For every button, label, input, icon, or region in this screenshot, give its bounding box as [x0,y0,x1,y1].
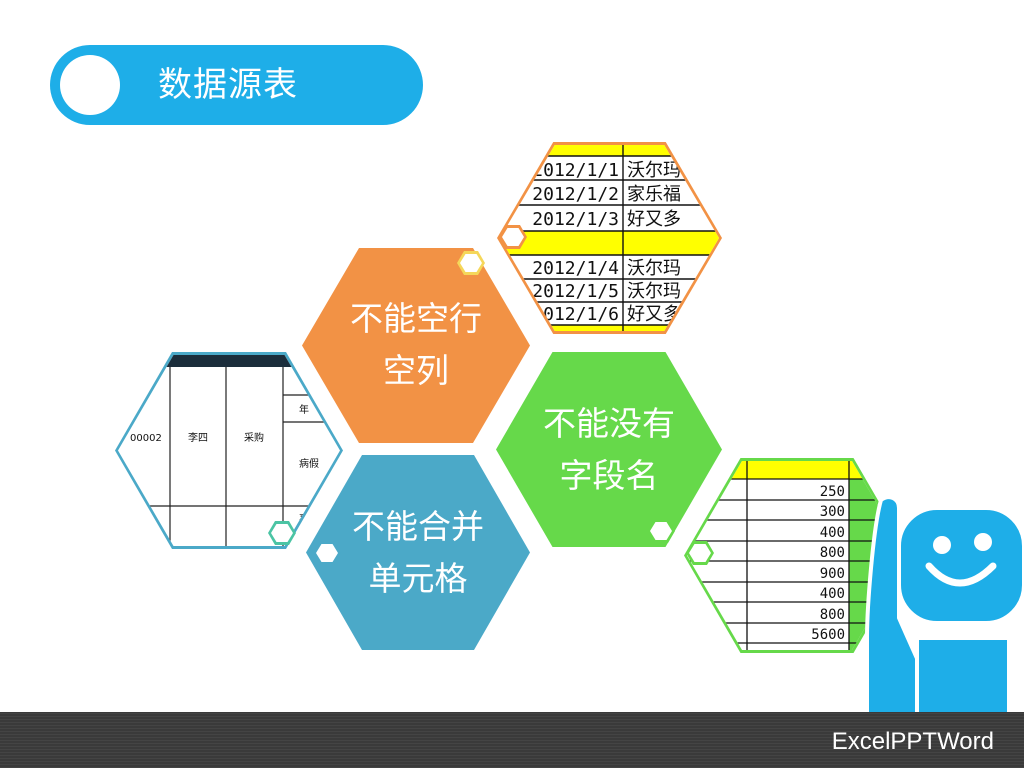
mascot-eye [974,533,992,551]
small-hex-icon [647,519,675,543]
footer-bar: ExcelPPTWord [0,712,1024,768]
mascot-smile [925,562,997,587]
sheet-leave-cell: 病假 [299,457,319,470]
sheet-date-cell: 2012/1/6 [532,304,619,325]
sheet-value-cell: 400 [820,525,845,541]
sheet-merged-table: 00002 李四 采购 年 病假 事 [118,355,340,546]
sheet-date-cell: 2012/1/4 [532,258,619,279]
sheet-value-cell: 800 [820,545,845,561]
sheet-value-cell: 250 [820,484,845,500]
sheet-store-cell: 沃尔玛 [627,258,681,279]
sheet-leave-cell: 年 [299,403,309,416]
hex-no-merged-cells [306,455,530,650]
sheet-store-cell: 沃尔玛 [627,160,681,181]
sheet-store-cell: 家乐福 [627,184,681,205]
sheet-store-cell: 沃尔玛 [627,281,681,302]
sheet-id-cell: 00002 [130,433,162,444]
sheet-date-cell: 2012/1/5 [532,281,619,302]
title-banner: 数据源表 [50,45,423,125]
footer-brand: ExcelPPTWord [831,728,994,755]
sheet-store-cell: 好又多 [627,209,681,230]
sheet-value-cell: 300 [820,504,845,520]
small-hex-icon [686,541,714,565]
sheet-date-cell: 2012/1/1 [532,160,619,181]
mascot-figure [865,495,1024,722]
hex-no-blank-rows-label: 不能空行空列 [350,298,482,390]
sheet-store-cell: 好又多 [627,304,681,325]
sheet-date-cell: 2012/1/3 [532,209,619,230]
hex-no-blank-rows [302,248,530,443]
sheet-blank-rows-table: 2012/1/1 沃尔玛 2012/1/2 家乐福 2012/1/3 好又多 2… [500,145,719,331]
hex-field-names-label: 不能没有字段名 [543,403,675,495]
sheet-blank-rows-hex: 2012/1/1 沃尔玛 2012/1/2 家乐福 2012/1/3 好又多 2… [497,142,722,334]
page-title: 数据源表 [158,65,298,105]
sheet-value-cell: 5600 [811,627,845,643]
sheet-value-cell: 400 [820,586,845,602]
sheet-date-cell: 2012/1/2 [532,184,619,205]
hex-no-merged-cells-label: 不能合并单元格 [352,506,484,598]
hex-field-names [496,352,722,547]
mascot-eye [933,536,951,554]
sheet-name-cell: 李四 [188,431,208,444]
sheet-dept-cell: 采购 [244,431,264,444]
sheet-value-cell: 900 [820,566,845,582]
sheet-value-cell: 800 [820,607,845,623]
title-circle-icon [60,55,120,115]
